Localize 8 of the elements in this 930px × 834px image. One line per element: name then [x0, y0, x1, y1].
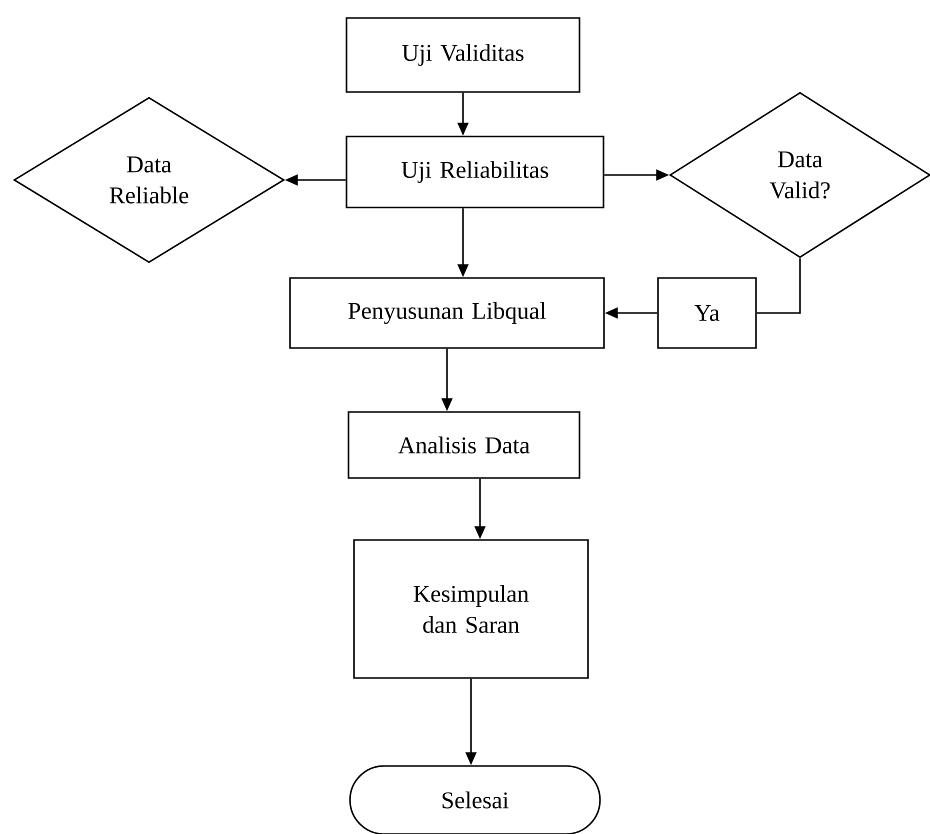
process-box: Analisis Data [348, 411, 580, 479]
terminal-box: Selesai [349, 765, 601, 834]
process-box: Uji Reliabilitas [346, 136, 604, 208]
process-box: Kesimpulan dan Saran [353, 539, 589, 679]
process-box: Uji Validitas [346, 17, 580, 93]
process-box: Penyusunan Libqual [289, 277, 605, 349]
connector-line [756, 258, 801, 314]
process-box: Ya [657, 277, 757, 349]
